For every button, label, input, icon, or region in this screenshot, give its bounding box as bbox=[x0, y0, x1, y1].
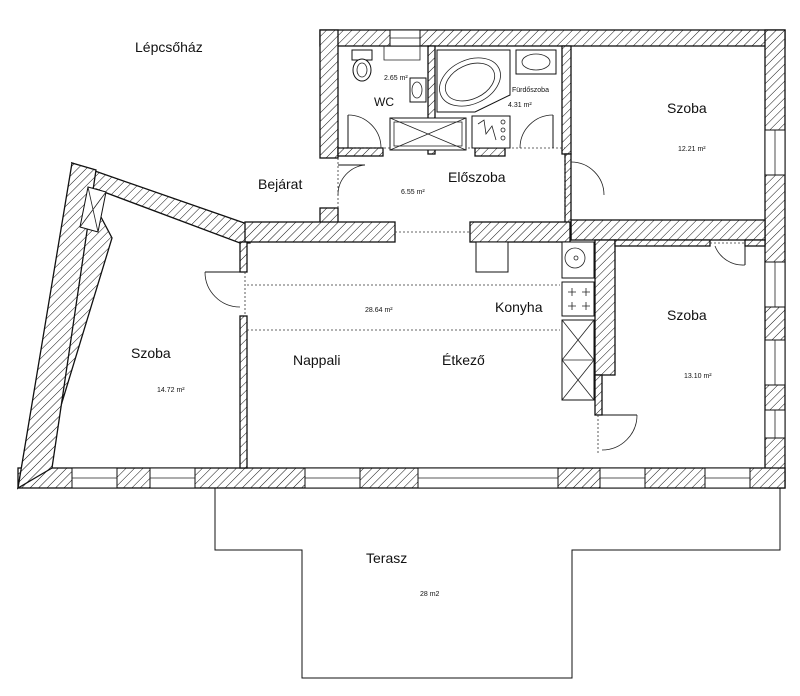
label-room-se: Szoba bbox=[667, 307, 707, 323]
wall-roomse-top bbox=[614, 239, 711, 247]
wall-bath-room bbox=[561, 45, 572, 155]
wall-bottom bbox=[17, 467, 786, 489]
wall-roomne-bottom bbox=[570, 219, 766, 241]
wall-living-top-right bbox=[469, 221, 571, 243]
bath-sink bbox=[515, 49, 557, 75]
area-room-ne: 12.21 m² bbox=[678, 146, 706, 153]
label-room-ne: Szoba bbox=[667, 100, 707, 116]
area-room-se: 13.10 m² bbox=[684, 373, 712, 380]
wc-partition bbox=[383, 46, 421, 61]
label-room-west: Szoba bbox=[131, 345, 171, 361]
label-stairwell: Lépcsőház bbox=[135, 39, 203, 55]
area-bathroom: 4.31 m² bbox=[508, 102, 532, 109]
label-terrace: Terasz bbox=[366, 550, 407, 566]
label-hall: Előszoba bbox=[448, 169, 506, 185]
door-wc bbox=[347, 114, 382, 149]
stove bbox=[561, 281, 595, 317]
door-room-se bbox=[601, 414, 638, 451]
label-wc: WC bbox=[374, 95, 394, 109]
wall-wc-bath bbox=[427, 45, 436, 155]
area-hall: 6.55 m² bbox=[401, 189, 425, 196]
wall-living-left-low bbox=[239, 315, 248, 469]
area-living: 28.64 m² bbox=[365, 307, 393, 314]
door-entrance bbox=[337, 164, 366, 196]
kitchen-sink bbox=[561, 241, 595, 279]
kitchen-fridge bbox=[475, 241, 509, 273]
door-bathroom bbox=[519, 114, 554, 149]
label-living: Nappali bbox=[293, 352, 340, 368]
wall-kitchen-right bbox=[594, 239, 616, 376]
toilet bbox=[351, 49, 373, 82]
wall-living-top-left bbox=[244, 221, 396, 243]
label-bathroom: Fürdőszoba bbox=[512, 87, 549, 94]
door-closet bbox=[714, 245, 746, 266]
wall-upper-left bbox=[319, 29, 339, 159]
area-terrace: 28 m2 bbox=[420, 591, 440, 598]
wc-sink bbox=[409, 77, 427, 103]
label-entrance: Bejárat bbox=[258, 176, 302, 192]
wall-roomse-left bbox=[594, 374, 603, 416]
door-room-ne bbox=[570, 161, 605, 196]
washing-machine bbox=[471, 115, 511, 149]
wall-living-left bbox=[239, 241, 248, 273]
area-wc: 2.65 m² bbox=[384, 75, 408, 82]
terrace-outline bbox=[214, 487, 781, 679]
shower-tray bbox=[389, 117, 467, 151]
wall-wc-bottom bbox=[337, 147, 384, 157]
door-room-west bbox=[204, 271, 241, 308]
wall-bath-bottom bbox=[474, 147, 506, 157]
kitchen-cabinets bbox=[561, 319, 595, 401]
wall-west-outer bbox=[17, 162, 97, 490]
wall-roomse-top-right bbox=[744, 239, 766, 247]
label-dining: Étkező bbox=[442, 352, 485, 368]
label-kitchen: Konyha bbox=[495, 299, 543, 315]
bathtub bbox=[436, 49, 511, 113]
area-room-west: 14.72 m² bbox=[157, 387, 185, 394]
